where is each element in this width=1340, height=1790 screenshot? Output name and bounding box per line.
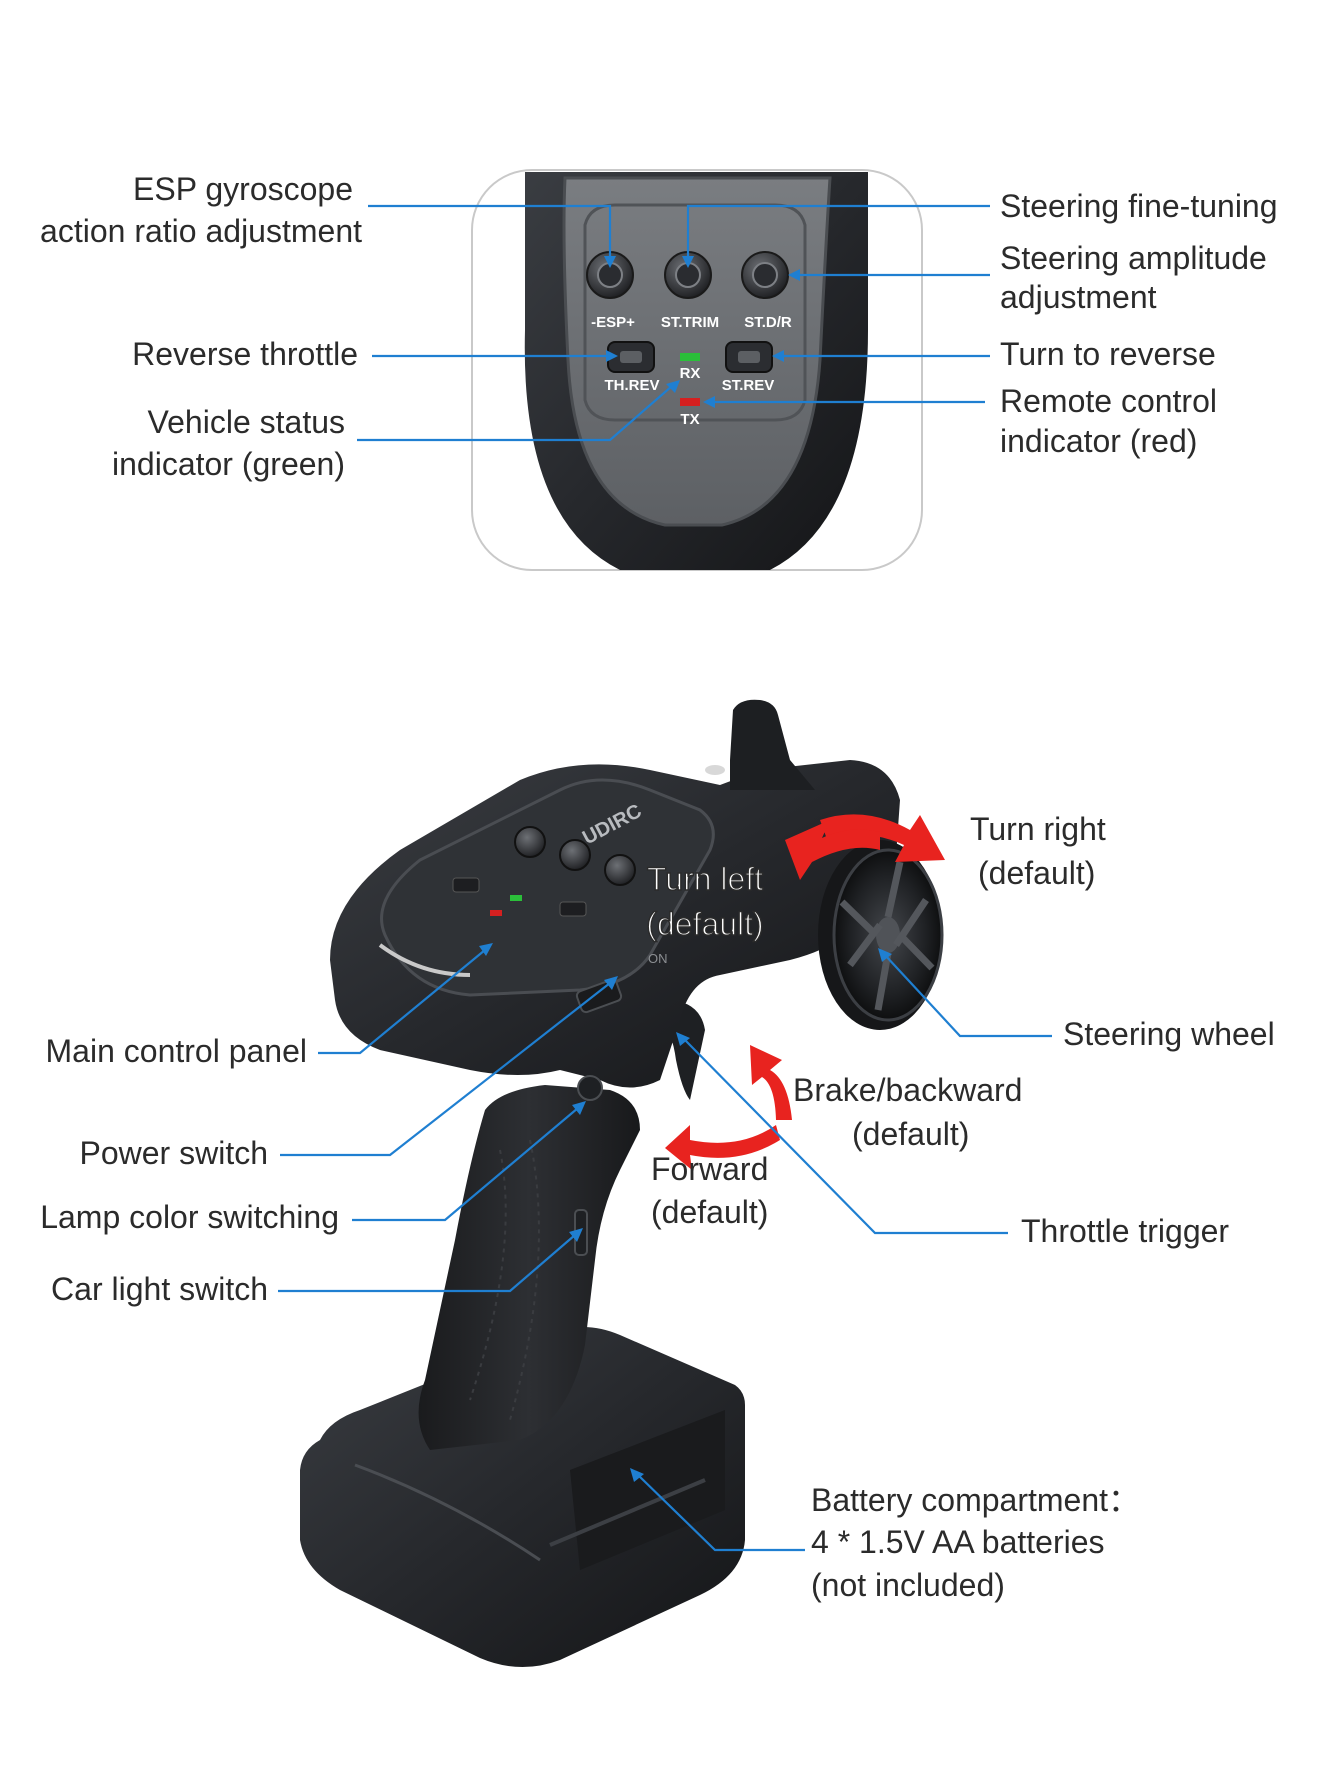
dr-knob-cap <box>752 262 778 288</box>
leader-vehicle-status-tip <box>666 380 680 393</box>
leader-main-panel-tip <box>479 943 493 956</box>
switch-label-th-rev: TH.REV <box>604 377 659 394</box>
label-battery-line3: (not included) <box>811 1567 1005 1603</box>
label-steering-amplitude-line2: adjustment <box>1000 279 1157 315</box>
panel-edge-highlight <box>378 943 471 977</box>
main-control-panel-surface <box>380 778 715 997</box>
panel-switch-2-icon <box>559 901 587 917</box>
label-turn-reverse: Turn to reverse <box>1000 336 1216 372</box>
control-panel-face <box>562 176 832 527</box>
full-controller: UDIRC ON <box>40 699 1275 1668</box>
st-rev-switch-slider <box>738 351 760 363</box>
leader-reverse-throttle-tip <box>606 350 618 362</box>
base-edge-highlight <box>354 1463 541 1562</box>
label-esp-line1: ESP gyroscope <box>133 171 353 207</box>
leader-steering-fine <box>686 204 990 258</box>
turn-left-arrow-icon <box>785 820 880 880</box>
panel-knob-1-icon <box>514 826 546 858</box>
label-vehicle-status-line2: indicator (green) <box>112 446 345 482</box>
panel-knob-2-icon <box>559 839 591 871</box>
leader-steering-wheel <box>884 954 1052 1038</box>
panel-led-green <box>510 895 522 901</box>
leader-remote-indicator-tip <box>703 396 715 408</box>
antenna-indicator <box>705 765 725 775</box>
battery-door <box>570 1410 725 1570</box>
grip <box>418 1085 640 1450</box>
label-steering-amplitude-line1: Steering amplitude <box>1000 240 1267 276</box>
leader-car-light-tip <box>569 1228 583 1242</box>
label-turn-right-line1: Turn right <box>970 811 1106 847</box>
knob-label-st-dr: ST.D/R <box>744 314 792 331</box>
brake-arrow-icon <box>750 1045 792 1120</box>
label-brake-line1: Brake/backward <box>793 1072 1022 1108</box>
label-steering-fine: Steering fine-tuning <box>1000 188 1278 224</box>
battery-base <box>300 1326 745 1668</box>
battery-door-groove <box>549 1478 706 1547</box>
leader-steering-fine-tip <box>682 256 694 268</box>
label-vehicle-status-line1: Vehicle status <box>148 404 345 440</box>
led-label-tx: TX <box>680 411 699 428</box>
label-throttle-trigger: Throttle trigger <box>1021 1213 1229 1249</box>
label-turn-left-line1: Turn left <box>647 861 763 897</box>
rx-led-green <box>680 353 700 361</box>
leader-steering-wheel-tip <box>878 948 892 962</box>
label-brake-line2: (default) <box>852 1116 969 1152</box>
power-switch-icon <box>575 978 623 1014</box>
label-remote-indicator-line2: indicator (red) <box>1000 423 1197 459</box>
switch-label-st-rev: ST.REV <box>722 377 775 394</box>
tx-led-red <box>680 398 700 406</box>
leader-car-light <box>278 1234 576 1293</box>
lamp-color-button-icon <box>577 1075 603 1101</box>
leader-main-panel <box>318 949 486 1055</box>
led-label-rx: RX <box>680 365 701 382</box>
wheel-spokes <box>839 861 935 1011</box>
panel-led-red <box>490 910 502 916</box>
label-turn-right-line2: (default) <box>978 855 1095 891</box>
label-main-control-panel: Main control panel <box>46 1033 307 1069</box>
label-forward-line1: Forward <box>651 1151 768 1187</box>
leader-power-switch-tip <box>604 976 618 990</box>
leader-lamp-color-tip <box>572 1101 586 1115</box>
leader-steering-amplitude-tip <box>788 269 800 281</box>
leader-vehicle-status <box>357 385 673 442</box>
label-reverse-throttle: Reverse throttle <box>132 336 358 372</box>
label-battery-line2: 4 * 1.5V AA batteries <box>811 1524 1105 1560</box>
leader-esp <box>368 204 612 258</box>
panel-knob-3-icon <box>604 854 636 886</box>
label-esp-line2: action ratio adjustment <box>40 213 362 249</box>
wheel-hub <box>876 917 900 953</box>
leader-turn-reverse-tip <box>772 350 784 362</box>
forward-arrow-icon <box>665 1125 780 1170</box>
leader-throttle-trigger <box>684 1039 1008 1235</box>
label-power-switch: Power switch <box>80 1135 269 1171</box>
leader-throttle-trigger-tip <box>676 1032 690 1046</box>
label-turn-left-line2: (default) <box>646 906 763 942</box>
leader-battery-tip <box>630 1468 644 1482</box>
label-forward-line2: (default) <box>651 1194 768 1230</box>
power-switch-mark: ON <box>648 951 668 966</box>
label-steering-wheel: Steering wheel <box>1063 1016 1275 1052</box>
label-car-light: Car light switch <box>51 1271 268 1307</box>
th-rev-switch-slider <box>620 351 642 363</box>
top-detail: -ESP+ ST.TRIM ST.D/R TH.REV ST.REV RX TX… <box>40 169 1278 571</box>
antenna <box>730 699 815 790</box>
leader-esp-tip <box>604 256 616 268</box>
label-lamp-color: Lamp color switching <box>40 1199 339 1235</box>
leader-lamp-color <box>352 1107 579 1222</box>
turn-right-arrow-icon <box>820 814 945 862</box>
label-battery-line1: Battery compartment： <box>811 1482 1140 1518</box>
leader-battery <box>637 1474 805 1552</box>
label-remote-indicator-line1: Remote control <box>1000 383 1217 419</box>
knob-label-esp: -ESP+ <box>591 314 635 331</box>
leader-power-switch <box>280 982 611 1157</box>
knob-label-st-trim: ST.TRIM <box>661 314 719 331</box>
panel-switch-1-icon <box>452 877 480 893</box>
